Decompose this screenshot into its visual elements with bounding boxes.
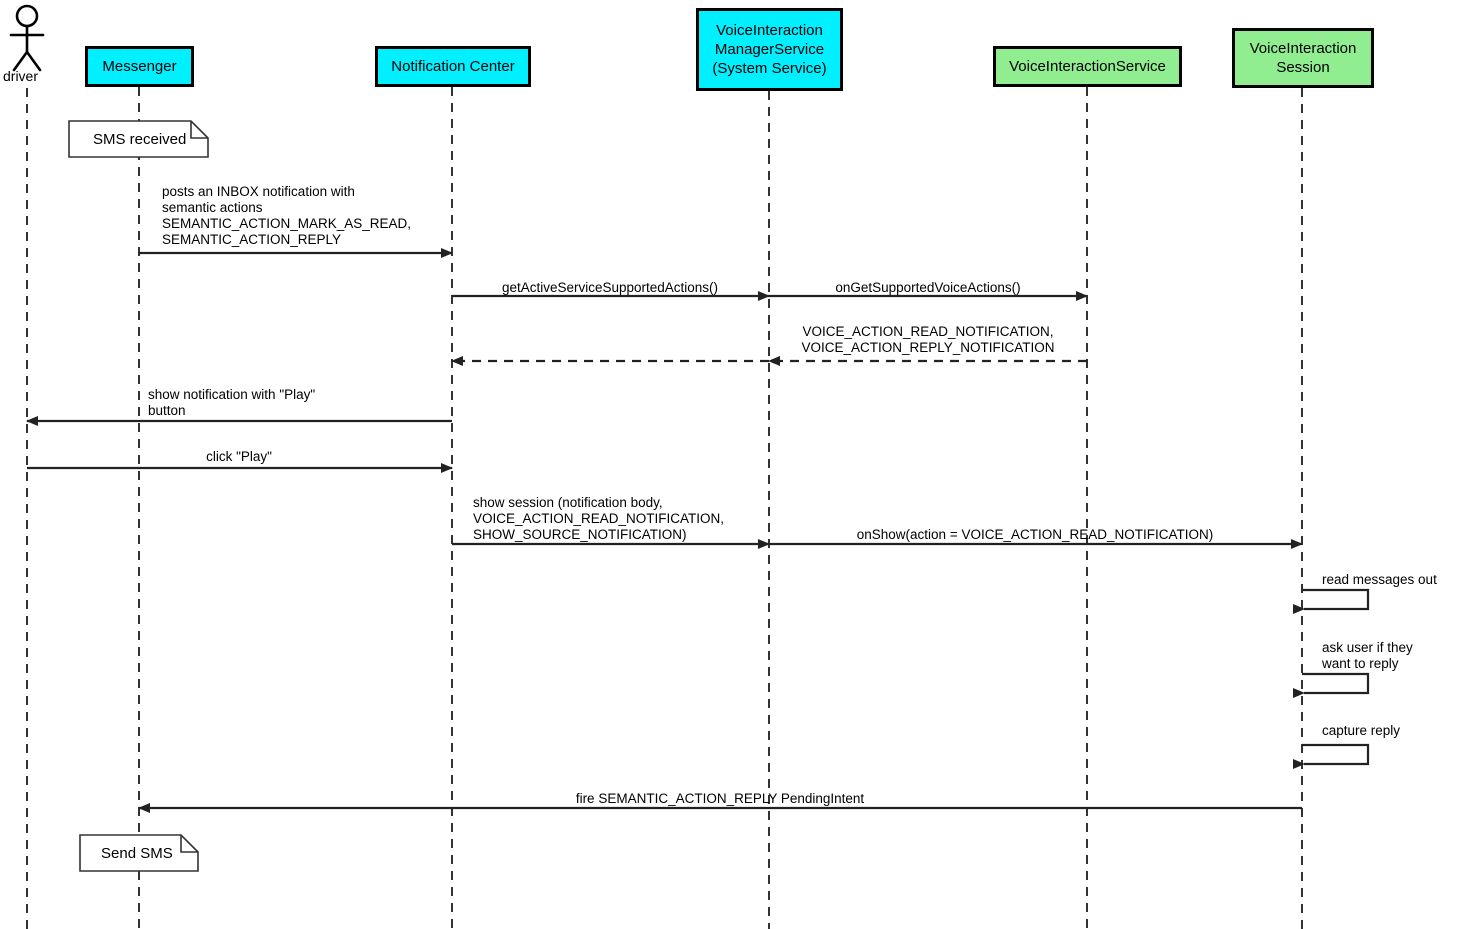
msg-get-active-service-supported-actions-label: getActiveServiceSupportedActions()	[501, 280, 719, 295]
note-sms-received	[68, 120, 209, 158]
participant-voiceinteraction-manager-service[interactable]: VoiceInteraction ManagerService (System …	[696, 8, 843, 91]
actor-head-icon	[15, 4, 39, 28]
actor-label-driver: driver	[3, 68, 39, 84]
participant-voiceinteraction-session[interactable]: VoiceInteraction Session	[1232, 28, 1374, 88]
participant-label: Messenger	[102, 58, 177, 75]
note-send-sms-label: Send SMS	[101, 845, 173, 862]
participant-messenger[interactable]: Messenger	[85, 46, 194, 87]
msg-return-voice-actions-to-manager-label: VOICE_ACTION_READ_NOTIFICATION, VOICE_AC…	[801, 324, 1055, 355]
messages-group	[26, 248, 1303, 813]
participant-notification-center[interactable]: Notification Center	[375, 46, 531, 87]
msg-posts-inbox-notification-label: posts an INBOX notification with semanti…	[162, 184, 412, 247]
msg-click-play-label: click "Play"	[206, 449, 272, 464]
msg-fire-semantic-action-reply-pendingintent-label: fire SEMANTIC_ACTION_REPLY PendingIntent	[575, 791, 865, 806]
actor-driver	[9, 4, 45, 72]
self-ask-user-if-they-want-to-reply	[1293, 672, 1370, 698]
participant-label: Notification Center	[391, 58, 515, 75]
self-capture-reply-label: capture reply	[1322, 723, 1401, 738]
note-sms-received-fold-corner-icon	[190, 121, 208, 139]
participant-voiceinteraction-service[interactable]: VoiceInteractionService	[993, 46, 1182, 87]
self-read-messages-out	[1293, 588, 1370, 614]
note-sms-received-label: SMS received	[93, 131, 187, 148]
participant-label: VoiceInteractionService	[1009, 58, 1166, 75]
lifelines-group	[26, 87, 1303, 929]
self-capture-reply	[1293, 743, 1370, 769]
msg-on-show-action-label: onShow(action = VOICE_ACTION_READ_NOTIFI…	[856, 527, 1214, 542]
actors-group	[9, 4, 45, 72]
participant-label: VoiceInteraction ManagerService (System …	[712, 22, 827, 77]
participant-label: VoiceInteraction Session	[1249, 40, 1357, 76]
self-messages-group	[1293, 588, 1370, 769]
msg-on-get-supported-voice-actions-label: onGetSupportedVoiceActions()	[835, 280, 1021, 295]
msg-show-session-label: show session (notification body, VOICE_A…	[473, 495, 725, 542]
self-ask-user-if-they-want-to-reply-label: ask user if they want to reply	[1322, 640, 1413, 671]
note-send-sms-fold-corner-icon	[180, 835, 198, 853]
msg-show-notification-with-play-button-label: show notification with "Play" button	[148, 387, 316, 418]
note-send-sms	[79, 834, 199, 872]
notes-group	[68, 120, 209, 872]
self-read-messages-out-label: read messages out	[1322, 572, 1437, 587]
